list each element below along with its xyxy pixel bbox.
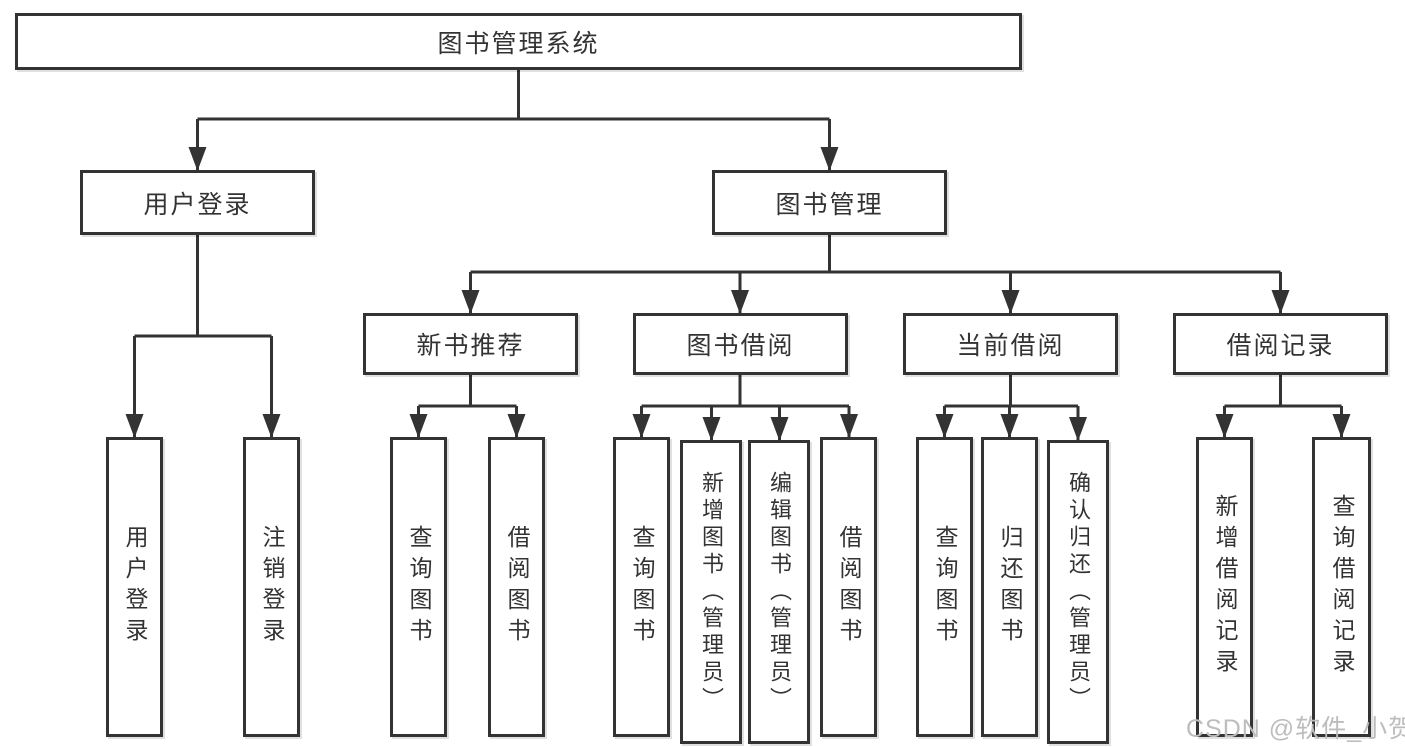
leaf-label: 归还图书 — [997, 525, 1023, 649]
leaf-label: 注销登录 — [259, 525, 285, 649]
leaf-label: 查询图书 — [629, 525, 655, 649]
node-current-borrowing: 当前借阅 — [903, 313, 1118, 375]
leaf-add-borrow-record: 新增借阅记录 — [1196, 437, 1253, 737]
node-label: 借阅记录 — [1226, 332, 1335, 360]
node-label: 图书借阅 — [686, 332, 795, 360]
leaf-logout: 注销登录 — [243, 437, 300, 737]
node-borrowing-records: 借阅记录 — [1173, 313, 1388, 375]
leaf-label: 查询图书 — [406, 525, 432, 649]
leaf-return-books: 归还图书 — [981, 437, 1038, 737]
leaf-label: 用户登录 — [122, 525, 148, 649]
leaf-label: 新增图书（管理员） — [699, 470, 724, 714]
leaf-edit-book-admin: 编辑图书（管理员） — [748, 440, 810, 744]
leaf-label: 借阅图书 — [836, 525, 862, 649]
leaf-borrow-books-borrowing: 借阅图书 — [820, 437, 877, 737]
node-book-management: 图书管理 — [712, 170, 947, 235]
node-label: 用户登录 — [143, 190, 252, 219]
node-user-login: 用户登录 — [80, 170, 315, 235]
node-label: 新书推荐 — [416, 332, 525, 360]
leaf-label: 新增借阅记录 — [1212, 494, 1238, 680]
leaf-label: 查询图书 — [932, 525, 958, 649]
leaf-label: 编辑图书（管理员） — [767, 470, 792, 714]
leaf-label: 确认归还（管理员） — [1066, 470, 1091, 714]
node-book-borrowing: 图书借阅 — [633, 313, 848, 375]
leaf-query-books-borrowing: 查询图书 — [613, 437, 670, 737]
leaf-confirm-return-admin: 确认归还（管理员） — [1047, 440, 1109, 744]
leaf-query-books-recommend: 查询图书 — [390, 437, 447, 737]
leaf-user-login: 用户登录 — [106, 437, 163, 737]
node-label: 图书管理 — [775, 190, 884, 219]
node-label: 图书管理系统 — [437, 29, 600, 58]
node-new-book-recommendation: 新书推荐 — [363, 313, 578, 375]
leaf-query-borrow-record: 查询借阅记录 — [1312, 437, 1371, 737]
leaf-borrow-books-recommend: 借阅图书 — [488, 437, 545, 737]
leaf-label: 查询借阅记录 — [1329, 494, 1355, 680]
node-label: 当前借阅 — [956, 332, 1065, 360]
leaf-query-books-current: 查询图书 — [916, 437, 973, 737]
node-library-management-system: 图书管理系统 — [15, 13, 1022, 70]
leaf-add-book-admin: 新增图书（管理员） — [680, 440, 742, 744]
csdn-watermark: CSDN @软件_小贺同学 — [1186, 715, 1405, 743]
leaf-label: 借阅图书 — [504, 525, 530, 649]
